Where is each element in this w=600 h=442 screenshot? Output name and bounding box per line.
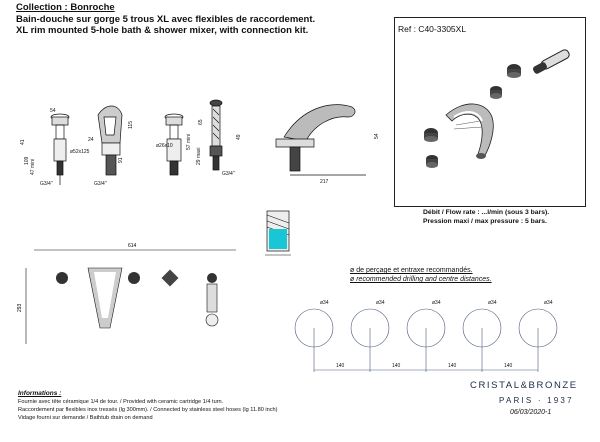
cartridge-detail — [265, 210, 291, 256]
handle-render-4 — [426, 155, 438, 168]
elevation-spout — [97, 105, 123, 176]
hole-dia-5: ø34 — [544, 300, 553, 306]
spacing-4: 140 — [504, 363, 513, 369]
dim-52: ø52x125 — [70, 149, 90, 155]
info-line-2: Raccordement par flexibles inox tressés … — [18, 407, 278, 413]
dim-49: 49 — [236, 134, 242, 140]
handle-render-1 — [507, 64, 521, 78]
reference-box — [394, 17, 586, 207]
max-pressure: Pression maxi / max pressure : 5 bars. — [423, 218, 547, 225]
handle-render-3 — [424, 128, 438, 142]
dim-g34-b: G3/4" — [94, 181, 107, 187]
drilling-note-en: ø recommended drilling and centre distan… — [350, 276, 492, 283]
spacing-3: 140 — [448, 363, 457, 369]
drilling-note-fr: ø de perçage et entraxe recommandés. — [350, 267, 473, 274]
dim-57: 57 mini — [186, 134, 192, 150]
product-render — [424, 49, 570, 168]
info-heading: Informations : — [18, 390, 62, 397]
dim-109: 109 — [24, 156, 30, 165]
plan-handle-3 — [161, 269, 179, 287]
dim-26: ø26x10 — [156, 143, 173, 149]
hole-dia-4: ø34 — [488, 300, 497, 306]
dim-47: 47 mini — [30, 159, 36, 175]
elevation-profile — [275, 104, 366, 176]
elevation-drawings: 54 115 65 49 57 mini 29 maxi 24 ø52x125 … — [20, 99, 380, 187]
plan-spout — [87, 267, 123, 329]
elevation-handle-2 — [164, 113, 184, 176]
dim-41: 41 — [20, 139, 26, 145]
dim-293: 293 — [17, 303, 23, 312]
handle-render-2 — [490, 86, 502, 99]
dim-g34-c: G3/4" — [222, 171, 235, 177]
dim-29: 29 maxi — [196, 147, 202, 165]
dim-217: 217 — [320, 179, 329, 185]
dim-54b: 54 — [374, 133, 380, 139]
document-date: 06/03/2020-1 — [510, 409, 552, 416]
dim-65: 65 — [198, 119, 204, 125]
plan-view: 614 293 — [17, 243, 236, 344]
dim-54: 54 — [50, 108, 56, 114]
brand-city: PARIS · 1937 — [499, 396, 574, 405]
hole-dia-3: ø34 — [432, 300, 441, 306]
shower-handset-render — [532, 49, 570, 74]
info-line-1: Fournie avec tête céramique 1/4 de tour.… — [18, 399, 224, 405]
dim-24: 24 — [88, 137, 94, 143]
product-title-fr: Bain-douche sur gorge 5 trous XL avec fl… — [16, 14, 316, 25]
product-title-en: XL rim mounted 5-hole bath & shower mixe… — [16, 25, 309, 36]
plan-handle-2 — [128, 272, 140, 284]
hole-dia-1: ø34 — [320, 300, 329, 306]
spacing-1: 140 — [336, 363, 345, 369]
drilling-diagram: ø34 ø34 ø34 ø34 ø34 140 140 140 140 — [294, 300, 558, 372]
dim-91: 91 — [118, 157, 124, 163]
reference-label: Ref : C40-3305XL — [398, 24, 467, 34]
flow-rate: Débit / Flow rate : ...l/min (sous 3 bar… — [423, 209, 550, 216]
elevation-shower — [209, 99, 223, 171]
elevation-handle-1 — [50, 113, 70, 185]
dim-g34-a: G3/4" — [40, 181, 53, 187]
info-line-3: Vidage fourni sur demande / Bathtub drai… — [18, 415, 153, 421]
spacing-2: 140 — [392, 363, 401, 369]
hole-dia-2: ø34 — [376, 300, 385, 306]
spout-render — [445, 103, 494, 159]
plan-handle-1 — [56, 272, 68, 284]
dim-614: 614 — [128, 243, 137, 249]
brand-name: CRISTAL&BRONZE — [470, 380, 578, 391]
plan-shower — [205, 273, 219, 327]
collection-title: Collection : Bonroche — [16, 2, 115, 13]
dim-115: 115 — [128, 121, 134, 129]
